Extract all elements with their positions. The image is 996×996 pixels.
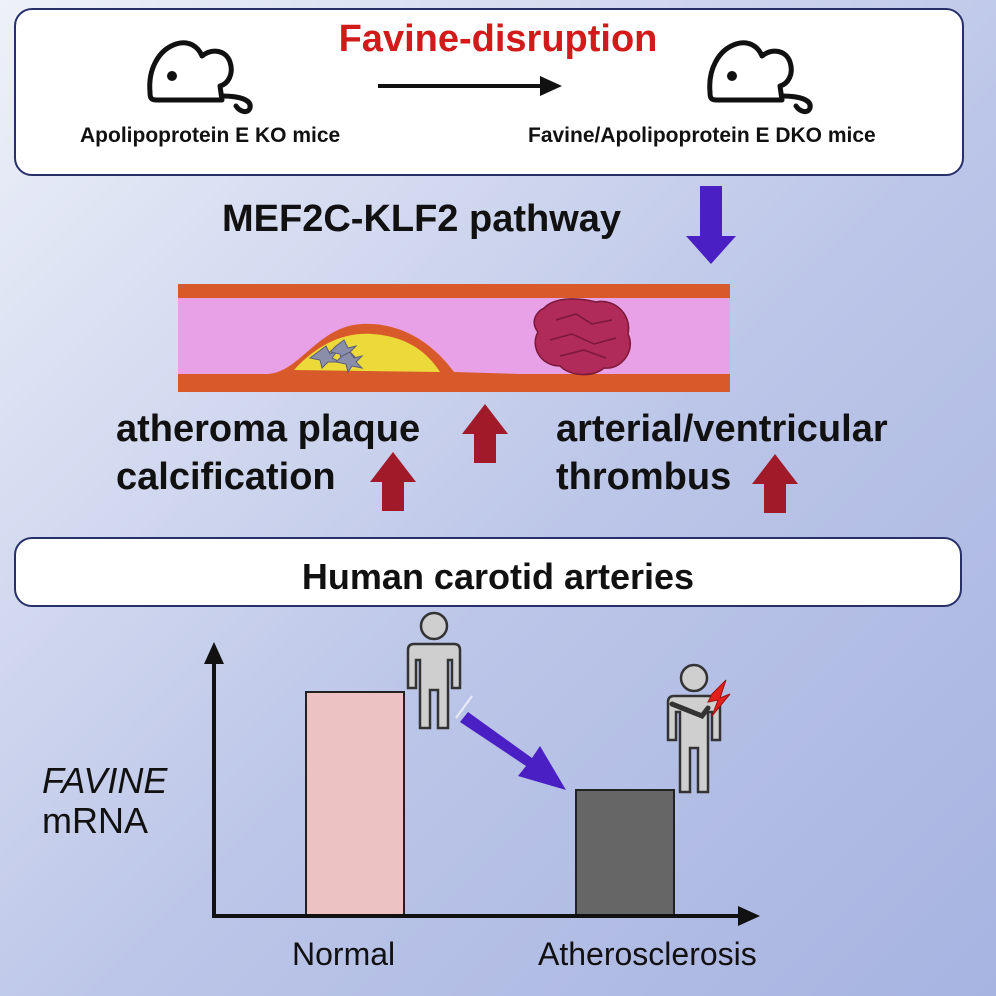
plaque-cap (178, 323, 730, 392)
thrombus (533, 298, 631, 376)
arrow-up-icon (462, 404, 508, 463)
arrow-down-icon (686, 186, 736, 264)
outcome-plaque: atheroma plaque (116, 408, 421, 450)
outcome-thrombus-line1: arterial/ventricular (556, 408, 888, 450)
dko-mice-label: Favine/Apolipoprotein E DKO mice (528, 124, 876, 147)
mouse-model-panel (14, 8, 964, 176)
person-icon (406, 611, 462, 730)
arrow-up-icon (752, 454, 798, 513)
x-tick-label-normal: Normal (292, 936, 396, 972)
outcome-thrombus-line2: thrombus (556, 456, 732, 498)
human-panel-title: Human carotid arteries (301, 556, 695, 597)
pathway-label: MEF2C-KLF2 pathway (222, 198, 622, 240)
vessel-lumen (178, 298, 730, 374)
bar-atherosclerosis (575, 789, 675, 917)
arrow-up-icon (370, 452, 416, 511)
human-panel (14, 537, 962, 607)
y-axis-label-unit: mRNA (42, 800, 148, 841)
person-chest-pain-icon (666, 663, 731, 794)
panel-title: Favine-disruption (338, 18, 658, 60)
mouse-icon (707, 40, 813, 115)
x-tick-label-atherosclerosis: Atherosclerosis (538, 936, 757, 972)
calcification-crystals (308, 339, 364, 374)
bar-normal (305, 691, 405, 917)
x-axis-arrowhead (738, 906, 760, 926)
mouse-icon (147, 40, 253, 115)
y-axis-arrowhead (204, 642, 224, 664)
decrease-arrow-icon (455, 695, 566, 790)
arrow-right-icon (378, 76, 562, 96)
ko-mice-label: Apolipoprotein E KO mice (80, 124, 341, 147)
y-axis-label-gene: FAVINE (42, 760, 168, 801)
outcome-calcification: calcification (116, 456, 336, 498)
